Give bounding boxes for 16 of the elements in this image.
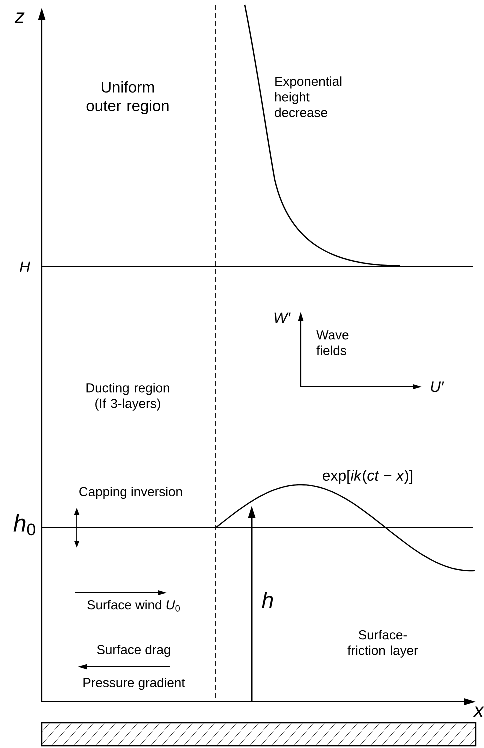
force-label: Pressure gradient [84, 678, 186, 690]
height-label: H [20, 262, 30, 272]
region-label: Uniform outer region [86, 82, 169, 115]
curve-label: Exponential height decrease [275, 76, 342, 118]
wave-formula-label: exp[ik(ct − x)] [323, 470, 412, 484]
layer-label: Surface-friction layer [348, 630, 418, 658]
wave-fields-label: Wave fields [316, 330, 349, 356]
region-label: Ducting region (If 3-layers) [86, 383, 170, 411]
axis-label: W′ [274, 312, 291, 324]
height-label: h$_{0}$ [14, 514, 36, 536]
layer-label: Capping inversion [80, 486, 182, 500]
wind-label: Surface wind U$_{0}$ [88, 600, 180, 612]
axis-label: U′ [431, 382, 444, 392]
height-label: h [262, 592, 274, 608]
force-label: Surface drag [97, 644, 170, 658]
axis-label: z [14, 12, 25, 24]
